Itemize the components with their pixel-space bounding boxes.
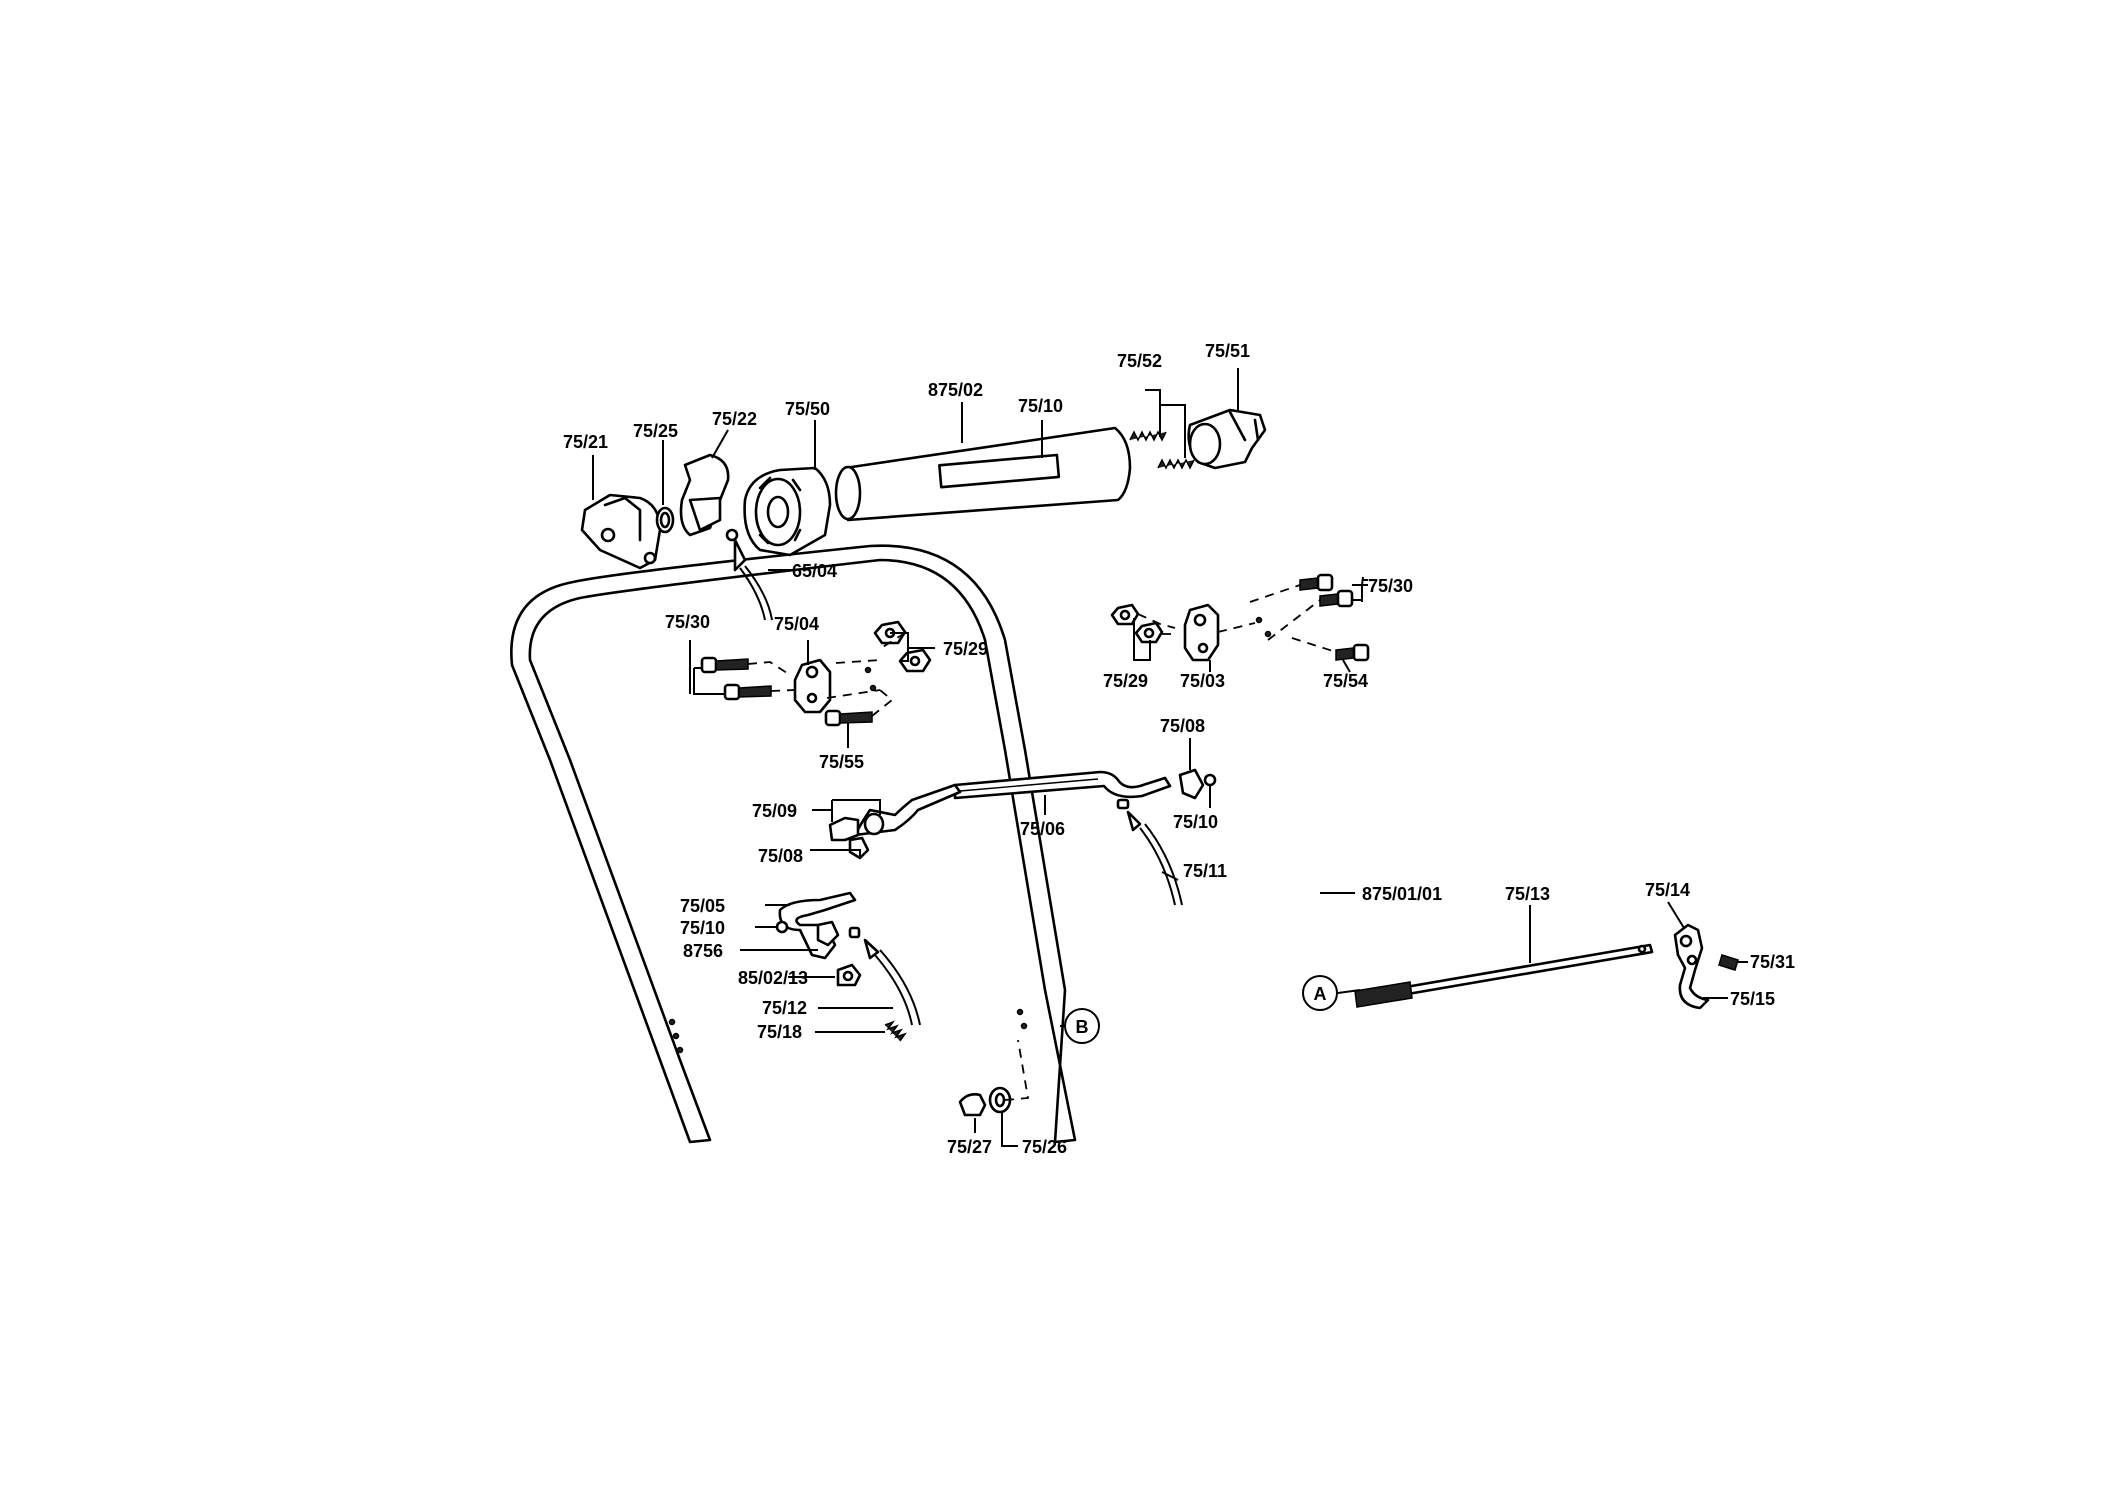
clip-75-08-right	[1178, 768, 1217, 800]
end-cap-75-21	[580, 493, 662, 570]
clip-85-02-13	[836, 963, 862, 987]
label-75-50: 75/50	[785, 399, 830, 419]
cable-75-11	[1116, 798, 1183, 906]
bolt-75-30-right	[1299, 573, 1354, 608]
frame-hole	[676, 1046, 684, 1054]
label-75-14: 75/14	[1645, 880, 1690, 900]
grip-end-75-50	[743, 466, 832, 557]
frame-hole	[1255, 616, 1263, 624]
label-75-27: 75/27	[947, 1137, 992, 1157]
callout-a: A	[1302, 975, 1338, 1011]
handle-frame-outer	[510, 544, 1077, 1144]
pin-75-31	[1718, 954, 1739, 971]
label-8756: 8756	[683, 941, 723, 961]
label-75-29-right: 75/29	[1103, 671, 1148, 691]
label-75-29-left: 75/29	[943, 639, 988, 659]
frame-hole	[1016, 1008, 1024, 1016]
leader-lines	[592, 368, 1748, 1147]
bolt-75-30-left	[700, 656, 772, 701]
grip-tube-875-02	[834, 426, 1132, 522]
label-75-51: 75/51	[1205, 341, 1250, 361]
svg-text:A: A	[1314, 984, 1327, 1004]
label-75-12: 75/12	[762, 998, 807, 1018]
bolt-75-55	[824, 709, 873, 727]
label-75-10-grip: 75/10	[1018, 396, 1063, 416]
latch-75-14	[1673, 923, 1710, 1010]
label-75-25: 75/25	[633, 421, 678, 441]
frame-hole	[1020, 1022, 1028, 1030]
part-labels: 75/21 75/25 75/22 75/50 875/02 75/10 75/…	[563, 341, 1795, 1157]
nuts-75-29-left	[873, 620, 932, 673]
cross-bar-body	[953, 770, 1172, 800]
frame-hole	[1264, 630, 1272, 638]
label-75-30-left: 75/30	[665, 612, 710, 632]
label-75-31: 75/31	[1750, 952, 1795, 972]
label-85-02-13: 85/02/13	[738, 968, 808, 988]
cable-8756	[848, 926, 921, 1026]
label-75-09: 75/09	[752, 801, 797, 821]
label-75-26: 75/26	[1022, 1137, 1067, 1157]
label-75-15: 75/15	[1730, 989, 1775, 1009]
sleeve-75-51	[1187, 408, 1267, 470]
handle-frame	[510, 544, 1272, 1144]
label-75-10-low: 75/10	[680, 918, 725, 938]
label-75-05: 75/05	[680, 896, 725, 916]
knob-75-22	[679, 453, 730, 537]
label-75-10-mid: 75/10	[1173, 812, 1218, 832]
bolt-75-54	[1335, 643, 1370, 662]
label-75-08-left: 75/08	[758, 846, 803, 866]
frame-hole	[864, 666, 872, 674]
label-75-08-right: 75/08	[1160, 716, 1205, 736]
label-75-55: 75/55	[819, 752, 864, 772]
rod-75-13	[1354, 943, 1654, 1008]
svg-text:B: B	[1076, 1017, 1089, 1037]
nuts-75-29-right	[1110, 603, 1164, 644]
label-65-04: 65/04	[792, 561, 837, 581]
label-75-21: 75/21	[563, 432, 608, 452]
spring-75-18	[884, 1020, 907, 1042]
label-75-13: 75/13	[1505, 884, 1550, 904]
label-75-18: 75/18	[757, 1022, 802, 1042]
label-75-22: 75/22	[712, 409, 757, 429]
label-875-02: 875/02	[928, 380, 983, 400]
clamp-75-04	[793, 658, 832, 714]
frame-hole	[668, 1018, 676, 1026]
clip-75-09	[828, 812, 885, 860]
label-75-03: 75/03	[1180, 671, 1225, 691]
label-75-30-right: 75/30	[1368, 576, 1413, 596]
clamp-75-03	[1183, 603, 1220, 662]
label-75-06: 75/06	[1020, 819, 1065, 839]
dashed-assembly-lines	[747, 584, 1337, 1101]
frame-hole	[869, 684, 877, 692]
lever-75-05	[775, 891, 857, 960]
label-75-52: 75/52	[1117, 351, 1162, 371]
callout-b: B	[1064, 1008, 1100, 1044]
label-75-11: 75/11	[1183, 861, 1227, 881]
grip-label-75-10	[938, 453, 1061, 489]
frame-hole	[672, 1032, 680, 1040]
cable-65-04	[725, 528, 773, 621]
label-875-01-01: 875/01/01	[1362, 884, 1442, 904]
label-75-04: 75/04	[774, 614, 819, 634]
nut-75-27	[958, 1093, 987, 1117]
label-75-54: 75/54	[1323, 671, 1368, 691]
washer-75-26	[988, 1086, 1012, 1114]
